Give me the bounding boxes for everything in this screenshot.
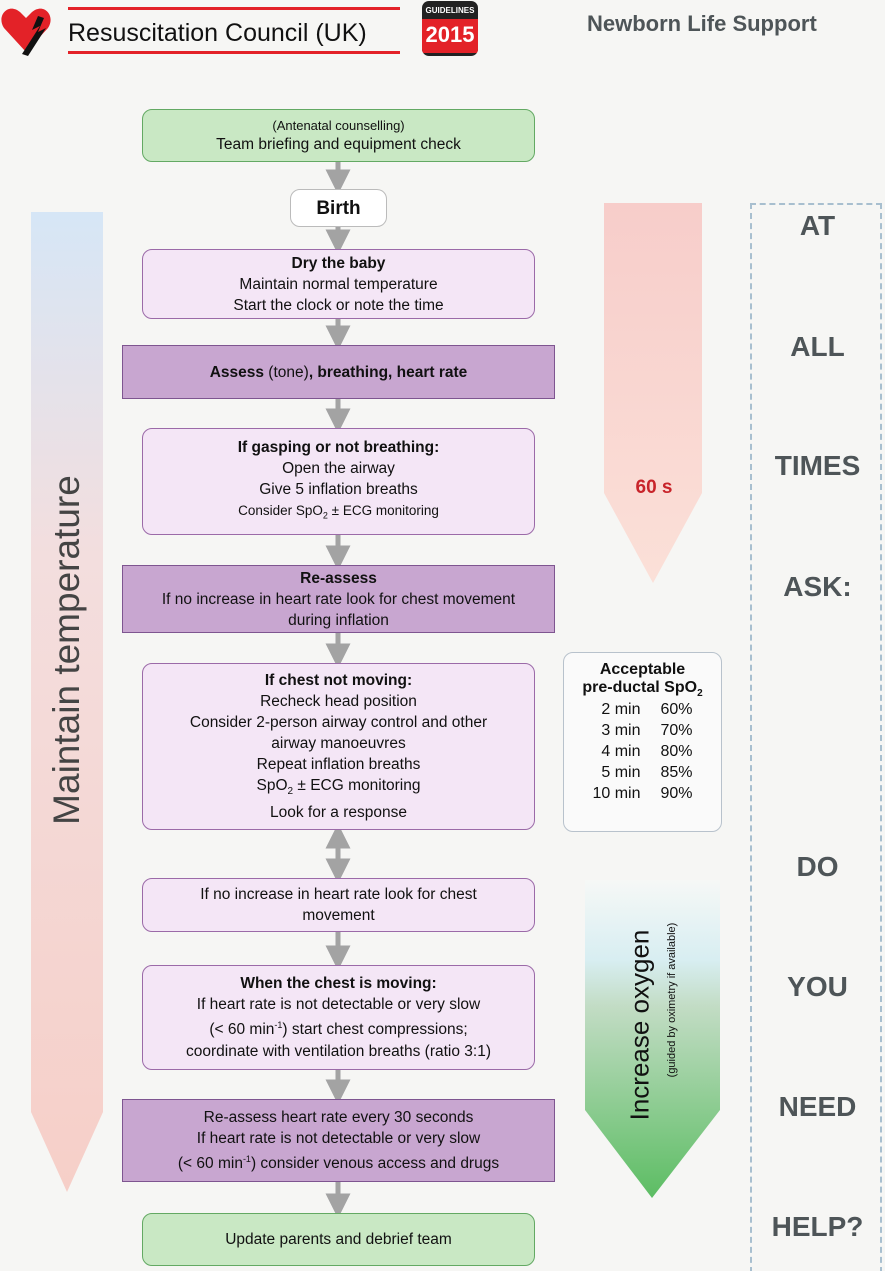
spo2-target: 80%	[660, 743, 693, 761]
gasping-title: If gasping or not breathing:	[237, 438, 440, 456]
reassess-hr-line: (< 60 min	[177, 1155, 243, 1173]
ask-word: ALL	[790, 331, 845, 362]
chest-not-moving-line: Look for a response	[269, 804, 407, 822]
spo2-row: 3 min 70%	[582, 720, 702, 741]
spo2-target: 90%	[660, 785, 693, 803]
assess-box: Assess (tone), breathing, heart rate	[122, 345, 555, 399]
reassess-box: Re-assess If no increase in heart rate l…	[122, 565, 555, 633]
org-name: Resuscitation Council (UK)	[68, 19, 367, 47]
reassess-line: If no increase in heart rate look for ch…	[161, 590, 516, 608]
ask-word: DO	[796, 851, 839, 882]
dry-baby-box: Dry the baby Maintain normal temperature…	[142, 249, 535, 319]
chest-moving-line: coordinate with ventilation breaths (rat…	[186, 1042, 491, 1060]
chest-not-moving-line: SpO	[256, 776, 288, 794]
reassess-hr-line: If heart rate is not detectable or very …	[196, 1129, 481, 1147]
reassess-line: during inflation	[288, 611, 389, 629]
dry-line: Maintain normal temperature	[239, 275, 438, 293]
briefing-note: (Antenatal counselling)	[272, 117, 405, 133]
assess-rest: , breathing, heart rate	[308, 363, 468, 381]
assess-word: Assess	[209, 363, 264, 381]
spo2-time: 4 min	[601, 743, 641, 761]
spo2-row: 2 min 60%	[582, 699, 702, 720]
gasping-box: If gasping or not breathing: Open the ai…	[142, 428, 535, 535]
spo2-target: 70%	[660, 722, 693, 740]
chest-not-moving-title: If chest not moving:	[264, 671, 413, 689]
dry-title: Dry the baby	[291, 254, 386, 272]
spo2-row: 5 min 85%	[582, 762, 702, 783]
gasping-line: Consider SpO	[238, 502, 323, 518]
briefing-text: Team briefing and equipment check	[216, 135, 461, 153]
superscript: -1	[274, 1020, 283, 1031]
reassess-title: Re-assess	[300, 569, 377, 587]
maintain-temperature-arrow	[31, 212, 103, 1192]
subscript: 2	[322, 510, 328, 521]
guidelines-badge: GUIDELINES 2015	[422, 1, 478, 56]
gasping-line: Give 5 inflation breaths	[259, 480, 418, 498]
chest-not-moving-line: airway manoeuvres	[271, 734, 406, 752]
spo2-subscript: 2	[697, 688, 703, 700]
chest-moving-line: If heart rate is not detectable or very …	[196, 996, 481, 1014]
timer-label: 60 s	[635, 477, 673, 498]
chest-not-moving-line: Recheck head position	[260, 692, 417, 710]
spo2-row: 4 min 80%	[582, 741, 702, 762]
ask-word: AT	[799, 210, 836, 241]
ask-panel	[750, 203, 882, 1271]
spo2-row: 10 min 90%	[582, 783, 702, 804]
timer-arrow	[604, 203, 702, 583]
spo2-target: 60%	[660, 701, 693, 719]
spo2-time: 2 min	[601, 701, 641, 719]
no-increase-line: If no increase in heart rate look for ch…	[200, 886, 477, 903]
chest-not-moving-line: Consider 2-person airway control and oth…	[189, 713, 488, 731]
increase-oxygen-arrow	[585, 880, 720, 1198]
reassess-hr-line-end: ) consider venous access and drugs	[250, 1155, 500, 1173]
heart-logo-icon	[1, 8, 51, 56]
assess-tone: (tone)	[264, 363, 309, 381]
gasping-line-end: ± ECG monitoring	[327, 502, 439, 518]
update-parents-box: Update parents and debrief team	[142, 1213, 535, 1266]
chest-not-moving-line: Repeat inflation breaths	[256, 755, 421, 773]
reassess-hr-line: Re-assess heart rate every 30 seconds	[203, 1108, 474, 1126]
spo2-time: 5 min	[601, 764, 641, 782]
chest-moving-line-end: ) start chest compressions;	[282, 1021, 468, 1039]
page-title: Newborn Life Support	[587, 11, 817, 36]
spo2-time: 3 min	[601, 722, 641, 740]
chest-not-moving-box: If chest not moving: Recheck head positi…	[142, 663, 535, 830]
header-rule-bottom	[68, 51, 400, 54]
no-increase-box: If no increase in heart rate look for ch…	[142, 878, 535, 932]
reassess-hr-box: Re-assess heart rate every 30 seconds If…	[122, 1099, 555, 1182]
no-increase-line: movement	[302, 907, 375, 924]
chest-moving-line: (< 60 min	[209, 1021, 275, 1039]
chest-moving-title: When the chest is moving:	[240, 975, 437, 993]
superscript: -1	[242, 1153, 251, 1164]
spo2-target: 85%	[660, 764, 693, 782]
header-rule-top	[68, 7, 400, 10]
ask-word: TIMES	[774, 450, 861, 481]
gasping-line: Open the airway	[282, 459, 395, 477]
chest-not-moving-line-end: ± ECG monitoring	[293, 776, 421, 794]
badge-label: GUIDELINES	[425, 6, 475, 15]
dry-line: Start the clock or note the time	[233, 296, 444, 314]
chest-moving-box: When the chest is moving: If heart rate …	[142, 965, 535, 1070]
ask-word: YOU	[787, 971, 848, 1002]
ask-word: HELP?	[771, 1211, 864, 1242]
subscript: 2	[287, 786, 294, 798]
ask-word: ASK:	[783, 571, 852, 602]
birth-box: Birth	[290, 189, 387, 227]
spo2-rows: 2 min 60% 3 min 70% 4 min 80% 5 min 85% 10 min 90…	[582, 699, 702, 804]
spo2-time: 10 min	[592, 785, 641, 803]
badge-year: 2015	[422, 19, 478, 53]
briefing-box: (Antenatal counselling) Team briefing an…	[142, 109, 535, 162]
spo2-subtitle: pre-ductal SpO	[582, 679, 698, 696]
spo2-title: Acceptable	[599, 661, 686, 678]
ask-word: NEED	[778, 1091, 857, 1122]
